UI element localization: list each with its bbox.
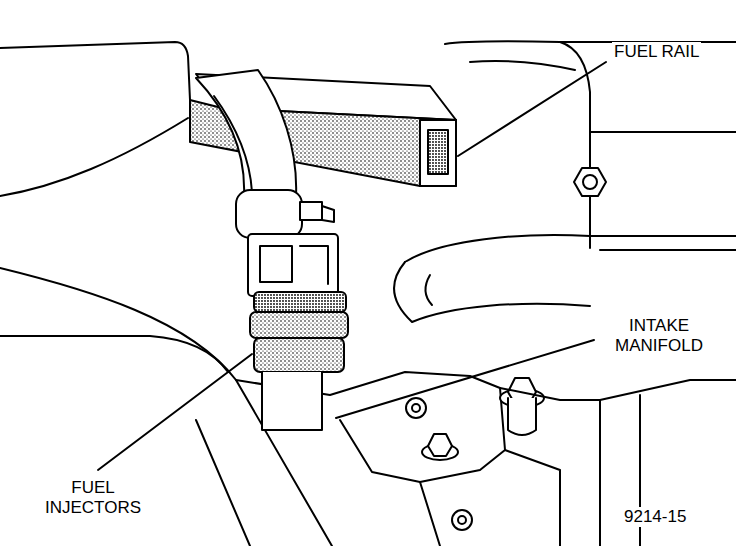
figure-number: 9214-15 — [622, 507, 688, 527]
part-label: FUEL RAIL — [612, 42, 701, 62]
part-label: FUEL INJECTORS — [30, 478, 156, 519]
part-label: INTAKE MANIFOLD — [598, 316, 720, 357]
